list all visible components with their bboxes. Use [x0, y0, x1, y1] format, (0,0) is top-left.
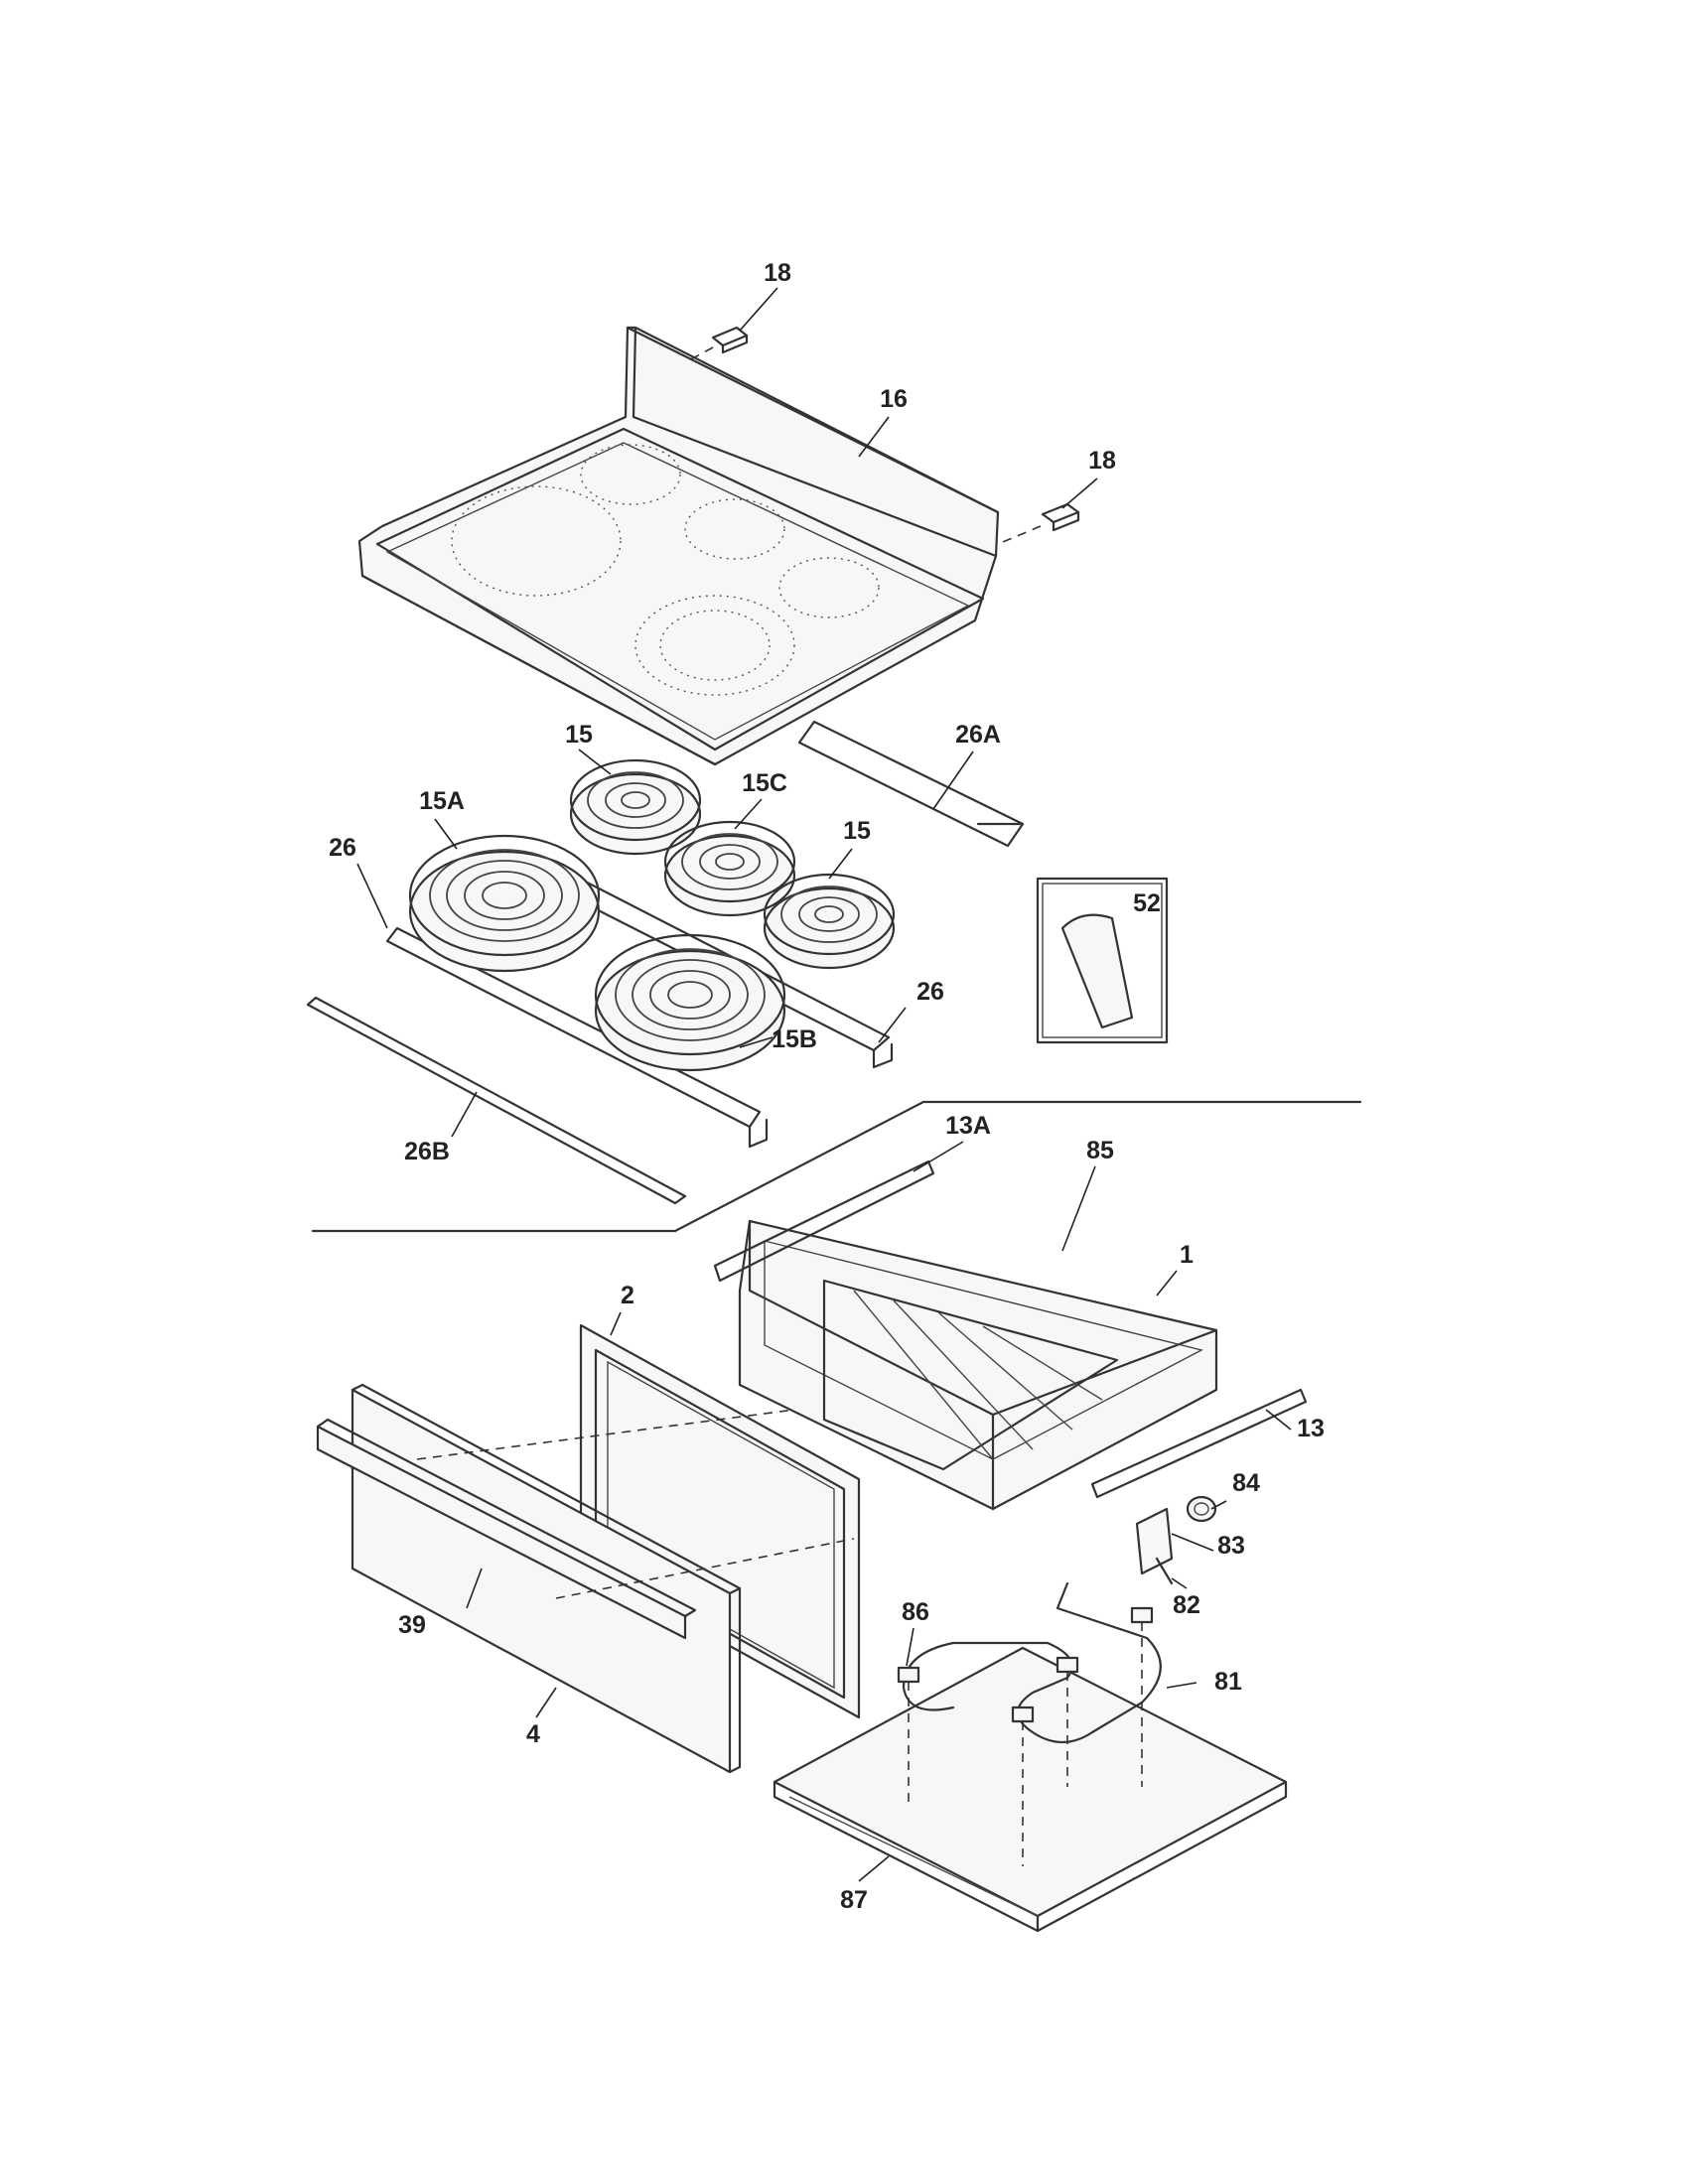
label-52: 52 — [1133, 889, 1161, 917]
surface-element-15-right — [763, 873, 896, 970]
label-39: 39 — [398, 1611, 426, 1639]
label-16: 16 — [880, 385, 908, 413]
label-83: 83 — [1217, 1532, 1245, 1560]
bake-element-81 — [902, 1581, 1162, 1743]
label-87: 87 — [840, 1886, 868, 1914]
surface-element-15A — [408, 834, 601, 973]
drawer-slide-13A — [713, 1160, 935, 1283]
bracket-84 — [1186, 1495, 1217, 1523]
label-2: 2 — [621, 1282, 634, 1309]
label-18-left: 18 — [764, 259, 791, 287]
assembly-line-2 — [555, 1538, 855, 1599]
label-26-front: 26 — [916, 978, 944, 1006]
cooktop-glass-top — [357, 326, 1000, 766]
label-15B: 15B — [772, 1025, 817, 1053]
label-15-right: 15 — [843, 817, 871, 845]
drawer-slide-13 — [1090, 1388, 1308, 1499]
label-82: 82 — [1173, 1591, 1200, 1619]
label-1: 1 — [1180, 1241, 1194, 1269]
label-15-rear: 15 — [565, 721, 593, 749]
label-26A: 26A — [955, 721, 1001, 749]
label-4: 4 — [526, 1720, 540, 1748]
part-labels: 18 16 18 26A 15 15C 15A 15 26 52 26 15B … — [329, 259, 1325, 1914]
inset-knob-52 — [1036, 877, 1169, 1044]
bracket-18-left — [684, 326, 749, 363]
label-13: 13 — [1297, 1415, 1325, 1442]
label-26B: 26B — [404, 1138, 450, 1165]
label-18-right: 18 — [1088, 447, 1116, 475]
drawer-bottom-87 — [773, 1646, 1288, 1933]
label-84: 84 — [1232, 1469, 1260, 1497]
surface-element-15B — [594, 933, 786, 1072]
label-81: 81 — [1214, 1668, 1242, 1696]
label-26-rear: 26 — [329, 834, 356, 862]
surface-element-15-rear — [569, 758, 702, 856]
element-support-26-rear — [385, 926, 769, 1149]
section-divider — [311, 1100, 1362, 1233]
leader-lines — [356, 287, 1292, 1882]
label-86: 86 — [902, 1598, 929, 1626]
trim-26B — [306, 996, 687, 1205]
thermostat-83 — [1135, 1507, 1174, 1575]
label-13A: 13A — [945, 1112, 991, 1140]
clips-86 — [897, 1606, 1154, 1723]
wire-82 — [1155, 1557, 1174, 1585]
drawer-frame-2 — [579, 1323, 861, 1719]
drawer-front-4 — [351, 1383, 742, 1774]
label-15A: 15A — [419, 787, 465, 815]
handle-39 — [316, 1418, 697, 1640]
bracket-18-right — [1002, 502, 1080, 543]
label-15C: 15C — [742, 769, 787, 797]
support-bracket-26A — [797, 720, 1025, 848]
label-85: 85 — [1086, 1137, 1114, 1164]
surface-element-15C — [663, 820, 796, 917]
drawer-rack-85 — [822, 1279, 1119, 1471]
